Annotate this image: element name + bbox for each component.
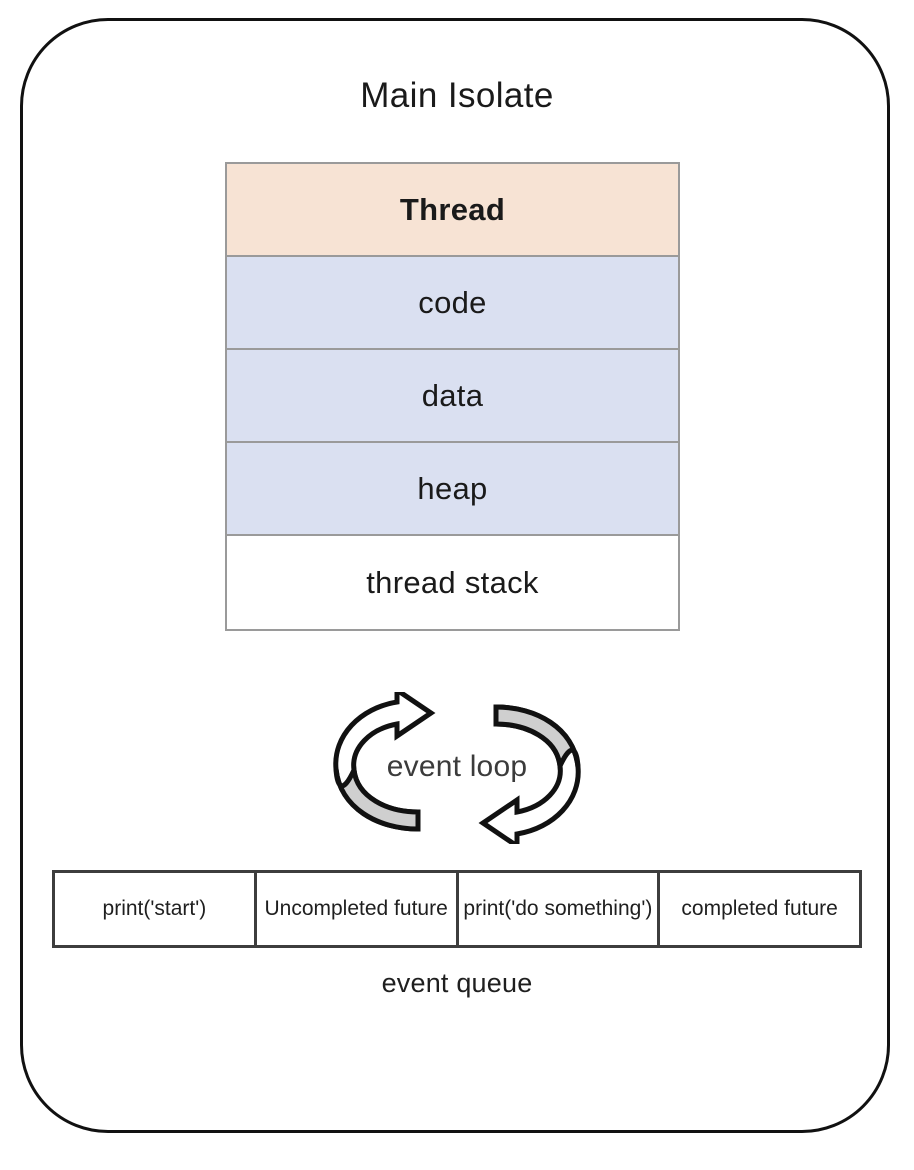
event-queue-caption: event queue: [381, 968, 533, 998]
queue-cell-completed-future: completed future: [681, 897, 838, 920]
thread-row-label: Thread: [399, 191, 506, 227]
table-row: code: [227, 257, 678, 350]
page-title: Main Isolate: [360, 76, 554, 115]
heap-row-label: heap: [417, 470, 488, 506]
thread-memory-table: Thread code data heap thread stack: [225, 162, 680, 631]
table-row: thread stack: [227, 536, 678, 629]
queue-cell-print-do-something: print('do something'): [459, 873, 661, 945]
queue-cell-print-start: print('start'): [55, 873, 257, 945]
event-loop-arrows-svg: [333, 692, 581, 844]
queue-cell-uncompleted-future: Uncompleted future: [257, 873, 459, 945]
table-row: data: [227, 350, 678, 443]
code-row-label: code: [418, 284, 487, 320]
circular-arrow-up-right-icon: [333, 692, 436, 832]
event-loop-graphic: event loop: [318, 692, 596, 844]
main-isolate-container: [20, 18, 890, 1133]
table-row: Thread: [227, 164, 678, 257]
thread-stack-row-label: thread stack: [366, 564, 539, 600]
table-row: heap: [227, 443, 678, 536]
data-row-label: data: [421, 377, 484, 413]
event-queue-table: print('start') Uncompleted future print(…: [52, 870, 862, 948]
circular-arrow-down-left-icon: [478, 704, 581, 844]
